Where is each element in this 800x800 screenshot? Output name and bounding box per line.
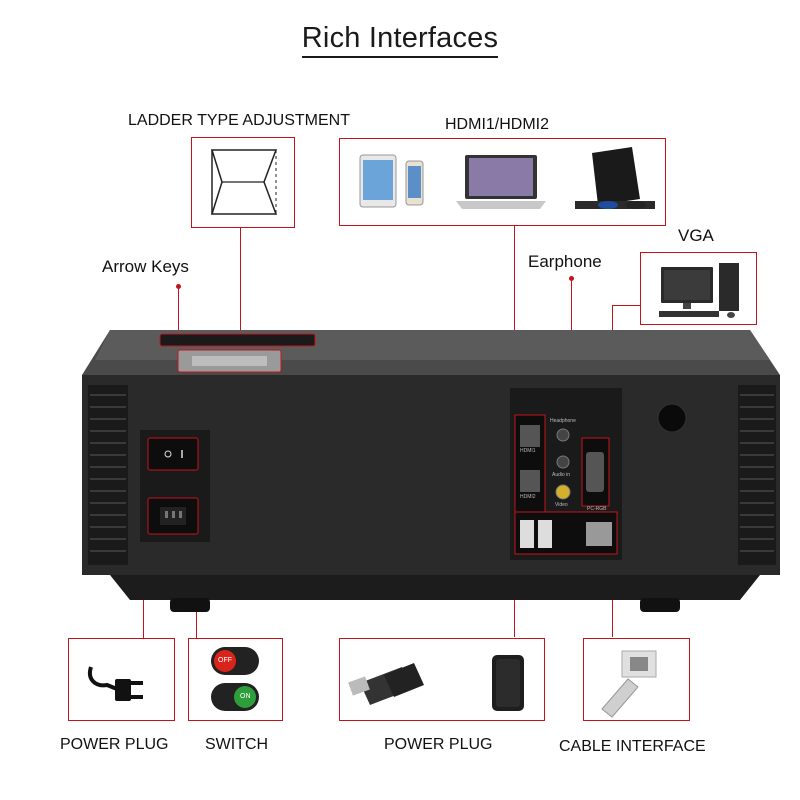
keystone-icon: [210, 149, 278, 215]
toggle-switch-icons: [211, 647, 259, 711]
projector-illustration: [82, 330, 780, 612]
ladder-line: [240, 228, 241, 348]
switch-off-text: OFF: [218, 657, 232, 664]
usb-flash-drive-icon: [348, 663, 424, 705]
usb-power-plug-label: POWER PLUG: [384, 736, 493, 753]
earphone-label: Earphone: [528, 252, 602, 271]
power-plug-box: [68, 638, 175, 721]
phone-icon: [405, 160, 424, 206]
power-plug-icon: [88, 666, 143, 701]
pc-rgb-port-label: PC-RGB: [587, 506, 607, 512]
tablet-icon: [359, 154, 397, 208]
audio-in-port-label: Audio in: [552, 472, 571, 478]
cable-interface-box: [583, 638, 690, 721]
power-bank-icon: [492, 655, 524, 711]
cable-interface-label: CABLE INTERFACE: [559, 738, 706, 755]
power-plug-label: POWER PLUG: [60, 736, 169, 753]
switch-on-text: ON: [240, 693, 251, 700]
game-console-icon: [575, 147, 655, 209]
video-port-label: Video: [555, 502, 568, 508]
hdmi-devices-box: [339, 138, 666, 226]
hdmi2-port-label: HDMI2: [520, 494, 536, 500]
switch-label: SWITCH: [205, 736, 269, 753]
desktop-computer-icon: [659, 263, 739, 318]
usb-power-box: [339, 638, 545, 721]
switch-box: OFF ON: [188, 638, 283, 721]
vga-computer-box: [640, 252, 757, 325]
arrow-keys-label: Arrow Keys: [102, 257, 189, 276]
hdmi-devices: [359, 147, 655, 209]
laptop-icon: [456, 155, 546, 209]
headphone-port-label: Headphone: [550, 418, 576, 424]
hdmi1-port-label: HDMI1: [520, 448, 536, 454]
ethernet-icon: [601, 650, 657, 718]
ladder-box: [191, 137, 295, 228]
vga-label: VGA: [678, 226, 714, 245]
hdmi-label: HDMI1/HDMI2: [445, 116, 550, 133]
usb-devices-icon: [348, 655, 524, 711]
page-title: Rich Interfaces: [0, 22, 800, 58]
vga-line-h: [612, 305, 640, 306]
arrow-keys-line: [178, 286, 179, 356]
ladder-label: LADDER TYPE ADJUSTMENT: [128, 112, 350, 129]
